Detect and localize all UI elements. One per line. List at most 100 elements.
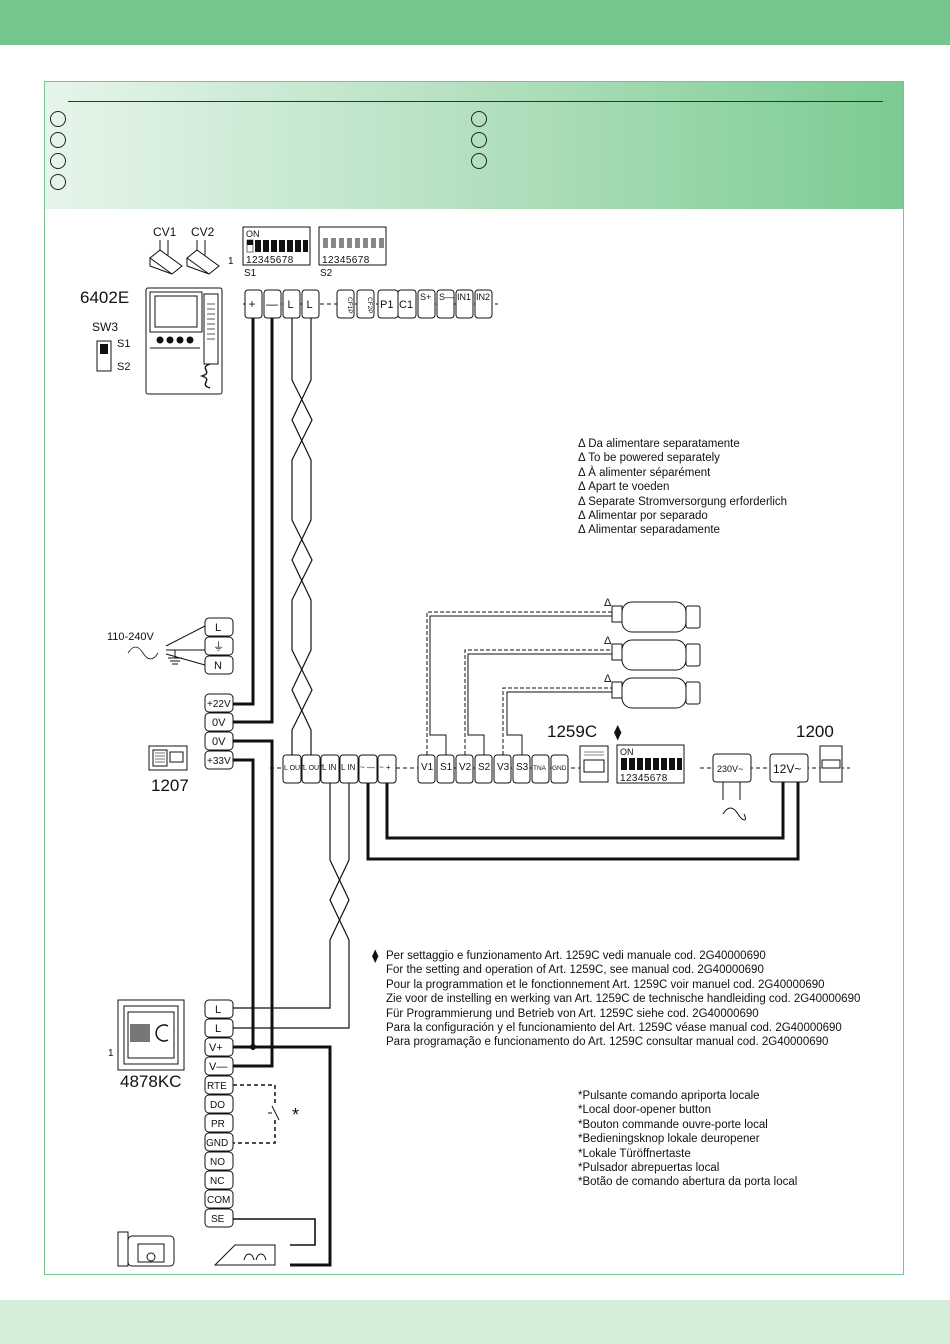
button-note-line: *Lokale Türöffnertaste bbox=[578, 1147, 691, 1160]
camera-1 bbox=[611, 601, 701, 633]
manual-note-line: Para la configuración y el funcionamient… bbox=[386, 1021, 842, 1034]
controller-dip-digits: 12345678 bbox=[620, 773, 668, 784]
controller-terminal-v3: V3 bbox=[497, 762, 510, 773]
monitor-6402e: 6402E bbox=[80, 287, 223, 395]
psu-terminal-earth: ⏚ bbox=[213, 640, 224, 653]
monitor-terminal-c1: C1 bbox=[399, 299, 413, 311]
controller-power-wires bbox=[366, 782, 800, 861]
entry-panel-4878kc: 1 4878KC L L V+ V— RTE DO PR GND NO NC C… bbox=[108, 999, 234, 1228]
panel-terminal-vplus: V+ bbox=[209, 1042, 223, 1054]
button-note-line: *Bedieningsknop lokale deuropener bbox=[578, 1133, 760, 1146]
jumper-cv2-label: CV2 bbox=[191, 225, 215, 239]
manual-note-line: For the setting and operation of Art. 12… bbox=[386, 964, 764, 977]
controller-terminal-tna: TNA bbox=[533, 765, 547, 772]
camera-3 bbox=[611, 677, 701, 709]
monitor-terminal-minus: — bbox=[266, 297, 278, 311]
local-door-button bbox=[233, 1084, 280, 1144]
monitor-terminal-l2: L bbox=[307, 299, 313, 311]
transformer-output-label: 12V~ bbox=[773, 762, 801, 776]
language-circle-7 bbox=[471, 153, 487, 169]
psu-terminal-0v-a: 0V bbox=[212, 717, 226, 729]
panel-terminal-nc: NC bbox=[210, 1176, 224, 1187]
dip-s1-label: S1 bbox=[244, 268, 257, 279]
language-circle-2 bbox=[50, 132, 66, 148]
monitor-terminal-s-plus: S+ bbox=[420, 292, 431, 302]
panel-terminal-do: DO bbox=[210, 1100, 225, 1111]
controller-terminal-strip: L OUT L OUT L IN L IN ~ — ~ + V1 S1 V2 S… bbox=[270, 722, 685, 784]
junction-dot bbox=[250, 1044, 256, 1050]
psu-terminal-0v-b: 0V bbox=[212, 736, 226, 748]
entry-panel-pin-label: 1 bbox=[108, 1048, 114, 1059]
monitor-terminal-strip: + — L L CF1P CF2P P1 C1 S+ S— IN1 IN2 bbox=[243, 289, 498, 319]
manual-note-line: Für Programmierung und Betrieb von Art. … bbox=[386, 1007, 759, 1020]
transformer-1200: 230V~ 12V~ 1200 bbox=[700, 722, 850, 821]
controller-terminal-gnd: GND bbox=[552, 765, 567, 772]
psu-terminal-22v: +22V bbox=[207, 699, 231, 710]
controller-terminal-lin-1: L IN bbox=[322, 763, 337, 772]
power-note-line: Δ Separate Stromversorgung erforderlich bbox=[578, 495, 788, 508]
top-banner bbox=[0, 0, 950, 45]
panel-terminal-se: SE bbox=[211, 1214, 225, 1225]
controller-terminal-lin-2: L IN bbox=[341, 763, 356, 772]
panel-terminal-rte: RTE bbox=[207, 1081, 227, 1092]
controller-terminal-v1: V1 bbox=[421, 762, 434, 773]
controller-terminal-s2: S2 bbox=[478, 762, 491, 773]
language-circle-6 bbox=[471, 132, 487, 148]
manual-note: Per settaggio e funzionamento Art. 1259C… bbox=[386, 949, 860, 1050]
panel-supply-wires bbox=[233, 739, 332, 1267]
supply-wires bbox=[233, 318, 274, 724]
manual-note-line: Zie voor de instelling en werking van Ar… bbox=[386, 993, 861, 1006]
door-lock-wiring bbox=[233, 1218, 316, 1246]
switch-sw3-label: SW3 bbox=[92, 320, 118, 334]
panel-terminal-vminus: V— bbox=[209, 1061, 227, 1073]
button-note: *Pulsante comando apriporta locale *Loca… bbox=[578, 1089, 797, 1190]
psu-terminal-n: N bbox=[214, 660, 222, 672]
monitor-model-label: 6402E bbox=[80, 288, 129, 307]
mains-voltage-label: 110-240V bbox=[107, 631, 155, 643]
dip-switch-s1: ON 12345678 S1 bbox=[242, 226, 311, 279]
controller-marker: ⧫ bbox=[614, 724, 622, 741]
dip-s2-digits: 12345678 bbox=[322, 255, 370, 266]
camera-wiring bbox=[426, 611, 620, 755]
panel-terminal-l1: L bbox=[215, 1004, 221, 1016]
monitor-terminal-in2: IN2 bbox=[476, 292, 490, 302]
bottom-banner bbox=[0, 1300, 950, 1344]
monitor-terminal-cf2p: CF2P bbox=[366, 297, 373, 314]
panel-terminal-gnd: GND bbox=[206, 1138, 228, 1149]
controller-terminal-s3: S3 bbox=[516, 762, 529, 773]
camera-2 bbox=[611, 639, 701, 671]
switch-sw3: SW3 S1 S2 bbox=[92, 320, 130, 373]
entry-panel-model-label: 4878KC bbox=[120, 1072, 181, 1091]
camera-2-marker: Δ bbox=[604, 635, 612, 647]
twisted-bus-upper bbox=[291, 318, 313, 760]
jumpers: CV1 CV2 1 bbox=[149, 225, 234, 275]
button-note-line: *Pulsador abrepuertas local bbox=[578, 1161, 720, 1174]
transformer-model-label: 1200 bbox=[796, 722, 834, 741]
switch-s2-label: S2 bbox=[117, 361, 130, 373]
button-note-line: *Botão de comando abertura da porta loca… bbox=[578, 1176, 798, 1189]
panel-terminal-com: COM bbox=[207, 1195, 230, 1206]
dip-s1-digits: 12345678 bbox=[246, 255, 294, 266]
power-note-line: Δ Da alimentare separatamente bbox=[578, 438, 740, 450]
manual-note-line: Per settaggio e funzionamento Art. 1259C… bbox=[386, 950, 766, 962]
dip-s1-on-label: ON bbox=[246, 229, 260, 239]
monitor-terminal-in1: IN1 bbox=[457, 292, 471, 302]
monitor-terminal-l1: L bbox=[288, 299, 294, 311]
controller-terminal-ac-plus: ~ + bbox=[379, 763, 391, 772]
controller-model-label: 1259C bbox=[547, 722, 597, 741]
camera-1-marker: Δ bbox=[604, 597, 612, 609]
monitor-terminal-s-minus: S— bbox=[439, 292, 454, 302]
psu-model-label: 1207 bbox=[151, 776, 189, 795]
button-note-line: *Bouton commande ouvre-porte local bbox=[578, 1118, 768, 1131]
controller-terminal-s1: S1 bbox=[440, 762, 453, 773]
controller-terminal-v2: V2 bbox=[459, 762, 472, 773]
camera-3-marker: Δ bbox=[604, 673, 612, 685]
panel-terminal-pr: PR bbox=[211, 1119, 225, 1130]
twisted-bus-lower bbox=[233, 783, 350, 1029]
dip-s2-label: S2 bbox=[320, 268, 333, 279]
language-circle-1 bbox=[50, 111, 66, 127]
power-supply-1207: 110-240V L ⏚ N +22V 0V 0V +33V 1 bbox=[107, 617, 234, 795]
button-note-line: *Pulsante comando apriporta locale bbox=[578, 1090, 760, 1102]
psu-terminal-l: L bbox=[215, 622, 221, 634]
